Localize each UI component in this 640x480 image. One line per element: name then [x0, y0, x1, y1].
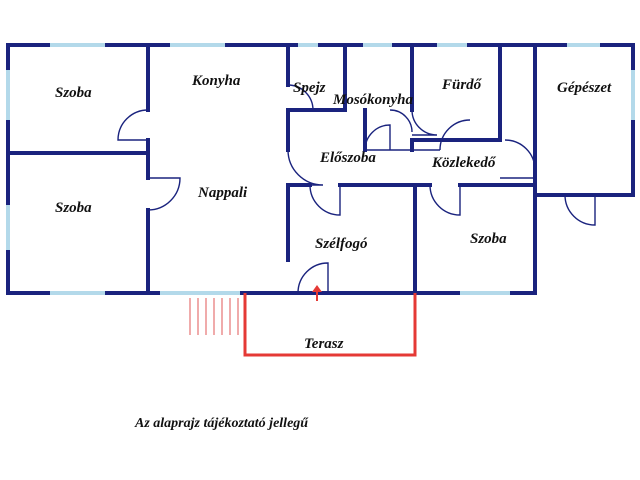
room-label-terasz: Terasz [304, 336, 344, 352]
room-label-eloszoba: Előszoba [319, 150, 376, 166]
room-label-spejz: Spejz [293, 80, 326, 96]
room-label-szoba-2: Szoba [55, 200, 92, 216]
room-label-furdo: Fürdő [441, 77, 483, 93]
room-label-mosokonyha: Mosókonyha [332, 92, 414, 108]
room-label-szelfogo: Szélfogó [315, 236, 368, 252]
entrance-arrow-icon [312, 285, 322, 301]
room-label-nappali: Nappali [197, 185, 248, 201]
disclaimer-note: Az alaprajz tájékoztató jellegű [134, 416, 309, 431]
room-label-gepeszet: Gépészet [557, 80, 612, 96]
room-label-konyha: Konyha [191, 73, 241, 89]
room-label-szoba-1: Szoba [55, 85, 92, 101]
windows [6, 43, 635, 295]
door-swings [117, 84, 596, 294]
room-label-szoba-3: Szoba [470, 231, 507, 247]
room-label-kozlekedo: Közlekedő [431, 155, 497, 171]
terrace-outline [189, 293, 417, 357]
